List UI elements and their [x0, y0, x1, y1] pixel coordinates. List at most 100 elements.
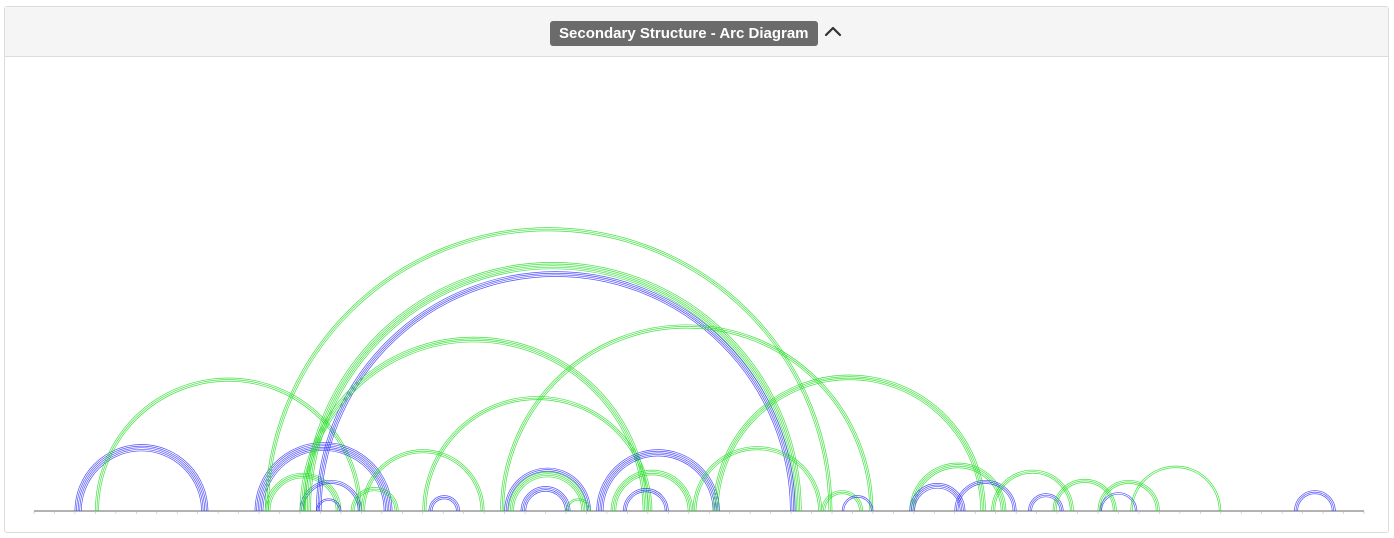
- base-pair-arc: [1294, 490, 1336, 512]
- arc-group: [508, 471, 587, 512]
- base-pair-arc: [319, 274, 793, 512]
- base-pair-arc: [912, 486, 963, 512]
- base-pair-arc: [509, 473, 586, 512]
- base-pair-arc: [565, 498, 591, 512]
- panel-title: Secondary Structure - Arc Diagram: [550, 21, 818, 46]
- base-pair-arc: [302, 339, 645, 512]
- base-pair-arc: [612, 471, 692, 512]
- base-pair-arc: [430, 496, 459, 512]
- base-pair-arc: [522, 487, 569, 512]
- base-pair-arc: [316, 271, 796, 512]
- base-pair-arc: [505, 469, 590, 512]
- base-pair-arc: [991, 469, 1074, 512]
- arc-group: [821, 490, 864, 512]
- base-pair-arc: [95, 377, 362, 512]
- arc-group: [991, 469, 1074, 512]
- base-pair-arc: [694, 447, 821, 512]
- base-pair-arc: [254, 442, 393, 512]
- arc-group: [565, 498, 591, 512]
- base-pair-arc: [1131, 467, 1220, 512]
- base-pair-arc: [596, 449, 720, 512]
- base-pair-arc: [264, 227, 833, 512]
- base-pair-arc: [821, 490, 864, 512]
- base-pair-arc: [714, 376, 985, 512]
- arc-group: [520, 486, 571, 512]
- base-pair-arc: [308, 266, 797, 512]
- arc-group: [350, 487, 399, 512]
- base-pair-arc: [305, 263, 801, 512]
- base-pair-arc: [957, 483, 1014, 512]
- arc-group: [422, 396, 653, 512]
- base-pair-arc: [525, 491, 566, 512]
- base-pair-arc: [1130, 465, 1222, 512]
- panel-header: Secondary Structure - Arc Diagram: [5, 7, 1388, 57]
- base-pair-arc: [354, 490, 396, 512]
- base-pair-arc: [316, 498, 342, 512]
- arc-group: [428, 495, 460, 512]
- base-pair-arc: [504, 467, 591, 512]
- base-pair-arc: [304, 341, 644, 512]
- arc-group: [316, 498, 342, 512]
- base-pair-arc: [716, 377, 983, 512]
- base-pair-arc: [841, 495, 874, 512]
- base-pair-arc: [613, 472, 691, 512]
- base-pair-arc: [1099, 492, 1138, 512]
- collapse-button[interactable]: [822, 21, 844, 43]
- base-pair-arc: [76, 445, 207, 512]
- base-pair-arc: [266, 474, 340, 512]
- base-pair-arc: [508, 471, 587, 512]
- base-pair-arc: [79, 449, 204, 512]
- base-pair-arc: [299, 336, 649, 512]
- base-pair-arc: [909, 483, 966, 512]
- arc-group: [500, 324, 874, 512]
- base-pair-arc: [306, 265, 799, 512]
- base-pair-arc: [303, 262, 802, 512]
- arc-group: [622, 488, 669, 512]
- base-pair-arc: [610, 469, 694, 512]
- base-pair-arc: [80, 450, 202, 512]
- base-pair-arc: [301, 338, 647, 512]
- base-pair-arc: [1099, 482, 1159, 512]
- base-pair-arc: [257, 445, 390, 512]
- base-pair-arc: [317, 272, 794, 512]
- base-pair-arc: [74, 444, 209, 512]
- base-pair-arc: [350, 487, 399, 512]
- base-pair-arc: [1297, 493, 1333, 512]
- base-pair-arc: [428, 495, 460, 512]
- base-pair-arc: [1055, 482, 1114, 512]
- arc-group: [74, 444, 209, 512]
- arc-group: [1028, 493, 1064, 512]
- arc-group: [264, 227, 833, 512]
- base-pair-arc: [1295, 492, 1335, 512]
- base-pair-arc: [717, 379, 982, 512]
- base-pair-arc: [513, 476, 583, 512]
- arc-group: [712, 374, 986, 512]
- chevron-up-icon: [824, 26, 842, 37]
- base-pair-arc: [1028, 493, 1064, 512]
- base-pair-arc: [317, 500, 340, 512]
- base-pair-arc: [425, 399, 650, 512]
- base-pair-arc: [507, 470, 588, 512]
- base-pair-arc: [1101, 493, 1136, 512]
- base-pair-arc: [77, 447, 206, 512]
- arc-group: [504, 467, 591, 512]
- base-pair-arc: [914, 467, 1002, 512]
- arc-diagram-panel: Secondary Structure - Arc Diagram: [4, 6, 1389, 533]
- base-pair-arc: [843, 496, 872, 512]
- base-pair-arc: [992, 471, 1073, 512]
- base-pair-arc: [364, 452, 482, 512]
- base-pair-arc: [266, 228, 831, 512]
- base-pair-arc: [912, 466, 1004, 512]
- base-pair-arc: [597, 450, 719, 512]
- arc-group: [841, 495, 874, 512]
- base-pair-arc: [503, 327, 871, 512]
- base-pair-arc: [352, 488, 397, 512]
- base-pair-arc: [362, 450, 483, 512]
- base-pair-arc: [602, 455, 714, 512]
- base-pair-arc: [501, 326, 872, 512]
- base-pair-arc: [994, 472, 1071, 512]
- base-pair-arc: [823, 491, 862, 512]
- base-pair-arc: [599, 452, 717, 512]
- base-pair-arc: [624, 489, 668, 512]
